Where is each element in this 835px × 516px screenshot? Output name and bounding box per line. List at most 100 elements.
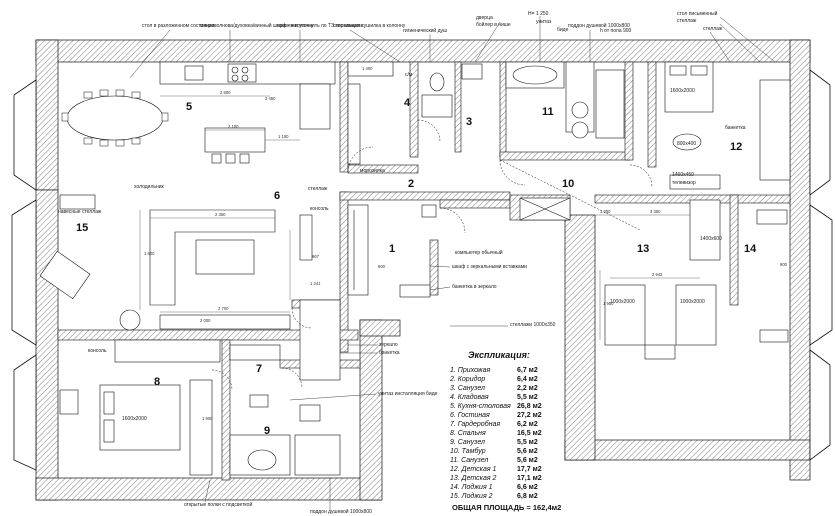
annotation: 1600х2000 [122,416,147,422]
room-num: 7 [256,363,262,375]
annotation: гигиенический душ [403,27,447,34]
room-num: 10 [562,178,574,190]
annotation: 1000х2000 [610,299,635,305]
dim-label: 2 000 [200,318,211,323]
annotation: компьютер обычный [455,249,503,256]
annotation: зеркало [379,342,398,348]
annotation: морозилка [360,168,385,174]
legend-room-area: 5,6 м2 [517,448,538,455]
annotation: с/м [405,72,413,78]
room-num: 8 [154,376,160,388]
annotation: унитаз инсталляция биде [378,391,438,397]
dim-label: 2 800 [220,90,231,95]
wardrobe-1 [347,204,369,296]
legend-room-name: 14. Лоджия 1 [450,483,493,491]
room-num: 12 [730,141,742,153]
room-num: 9 [264,425,270,437]
annotation: привязки уточнить по ТЗ поставщика [277,23,363,29]
legend-room-name: 4. Кладовая [450,393,489,401]
legend-room-area: 6,4 м2 [517,376,538,383]
room-num: 6 [274,190,280,202]
dimension-lines [139,95,700,340]
furniture [39,61,791,476]
legend-room-area: 17,7 м2 [517,466,542,473]
annotation: стол в разложенном состоянии [142,23,215,29]
legend-room-area: 27,2 м2 [517,412,542,419]
legend-room-area: 5,6 м2 [517,457,538,464]
dim-label: 900 [780,262,788,267]
annotation: биде [557,27,569,33]
sofa [149,209,276,306]
room-num: 3 [466,116,472,128]
annotation: консоль [88,348,107,354]
annotation: стеллаж [308,186,328,192]
legend-title: Экспликация: [468,350,530,360]
annotation: банкетка [379,350,400,356]
legend-room-area: 6,2 м2 [517,421,538,428]
outer-walls [35,39,811,501]
legend-room-name: 1. Прихожая [450,367,491,374]
dim-label: 967 [312,254,320,259]
legend-room-name: 8. Спальня [450,430,486,437]
dim-label: 2 700 [218,306,229,311]
annotation: 800х400 [677,141,696,147]
bed-13a [604,284,646,346]
room-num: 1 [389,243,395,255]
bed-13b [675,284,717,346]
annotation: стеллаж [677,18,697,24]
internal-walls [57,61,791,481]
door-swings [211,119,653,391]
annotation: консоль [310,206,329,212]
legend-room-area: 17,1 м2 [517,475,542,482]
room-num: 5 [186,101,192,113]
annotation: стол письменный [677,10,718,17]
legend-room-area: 5,5 м2 [517,439,538,446]
room-num: 2 [408,178,414,190]
annotation: банкетка в зеркало [452,284,497,290]
room-num: 4 [404,97,411,109]
annotation: поддон душевой 1000х800 [568,22,630,29]
dim-label: 1 950 [603,301,614,306]
annotation: банкетка [725,125,746,131]
legend-room-name: 3. Санузел [450,385,485,392]
annotation: навесные стеллаж [58,209,102,215]
dimension-values: 2 800 2 100 1 150 1 400 3 350 2 942 1 35… [144,66,788,421]
dim-label: 2 350 [215,212,226,217]
legend-room-area: 6,7 м2 [517,367,538,374]
dim-label: 1 350 [600,209,611,214]
dim-label: 3 350 [650,209,661,214]
leader-lines [129,16,776,510]
annotation: дверца [476,15,493,21]
legend-room-name: 6. Гостиная [450,412,490,419]
legend-room-name: 11. Санузел [450,457,488,464]
annotation: открытые полки с подсветкой [184,501,252,508]
annotation: Н= 1 250 [528,11,549,17]
annotation: стеллаж [703,26,723,32]
legend-room-name: 12. Детская 1 [450,466,497,473]
annotation: бойлер в нише [476,21,511,28]
dim-label: 2 942 [652,272,663,277]
legend-room-area: 26,8 м2 [517,403,542,410]
annotations: стол в разложенном состоянии микроволнов… [58,10,746,515]
annotation: холодильник [134,184,165,190]
dim-label: 1 150 [278,134,289,139]
legend-room-name: 7. Гардеробная [450,420,500,428]
annotation: 1400х600 [700,236,722,242]
dim-label: 1 241 [310,281,321,286]
dim-label: 2 100 [228,124,239,129]
annotation: 1460х450 [672,172,694,178]
bay-windows [11,69,833,471]
room-num: 15 [76,222,88,234]
legend-room-area: 16,5 м2 [517,430,542,437]
annotation: 1000х2000 [680,299,705,305]
annotation: шкаф с зеркальными вставками [452,264,527,270]
annotation: 1600х2000 [670,88,695,94]
dim-label: 2 450 [265,96,276,101]
legend-room-name: 15. Лоджия 2 [450,492,493,500]
legend-room-name: 9. Санузел [450,439,485,446]
room-num: 14 [744,243,757,255]
legend-room-area: 6,8 м2 [517,493,538,500]
legend-room-name: 2. Коридор [449,375,485,383]
annotation: h от пола 900 [600,28,632,34]
